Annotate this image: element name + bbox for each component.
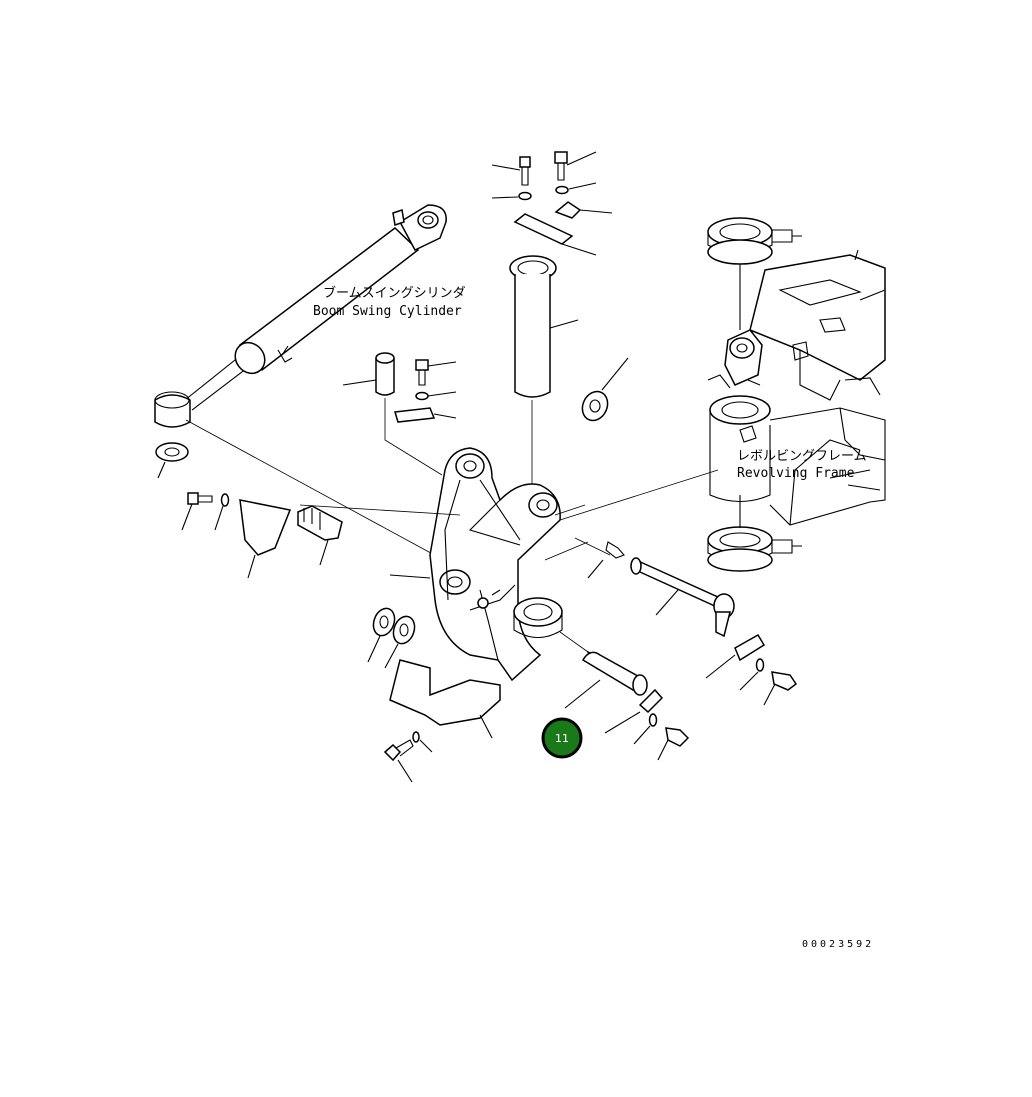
- lower-pin: [559, 631, 648, 709]
- boom-swing-cylinder: [154, 204, 447, 428]
- rubber-block: [297, 505, 343, 566]
- callout-11[interactable]: 11: [541, 717, 583, 759]
- side-bolt: [181, 492, 230, 531]
- boom-swing-cylinder-label-en: Boom Swing Cylinder: [313, 304, 462, 319]
- swing-bracket: [389, 447, 563, 682]
- upper-pin-plate: [705, 633, 798, 706]
- callout-number[interactable]: 11: [555, 732, 569, 745]
- upper-pin: [587, 541, 735, 638]
- top-clamp: [554, 201, 613, 219]
- top-plate: [513, 213, 597, 256]
- washer-right: [581, 357, 629, 422]
- small-bolt: [394, 359, 457, 423]
- cover-bolt: [383, 731, 433, 783]
- boom-swing-cylinder-label-jp: ブームスイングシリンダ: [323, 285, 466, 301]
- cover-plate: [389, 659, 501, 739]
- revolving-frame: [707, 217, 886, 572]
- side-bracket-plate: [239, 499, 292, 579]
- washer: [155, 442, 189, 479]
- washers-left: [367, 607, 416, 669]
- small-pin: [342, 352, 443, 476]
- callout-circle[interactable]: [541, 717, 583, 759]
- king-pin: [509, 255, 579, 488]
- top-bolt-right: [554, 151, 597, 195]
- drawing-number: 00023592: [802, 939, 874, 950]
- revolving-frame-label-jp: レボルビングフレーム: [737, 449, 867, 464]
- revolving-frame-label-en: Revolving Frame: [737, 466, 855, 481]
- lower-pin-plate: [604, 688, 690, 761]
- top-bolt-left: [491, 156, 532, 201]
